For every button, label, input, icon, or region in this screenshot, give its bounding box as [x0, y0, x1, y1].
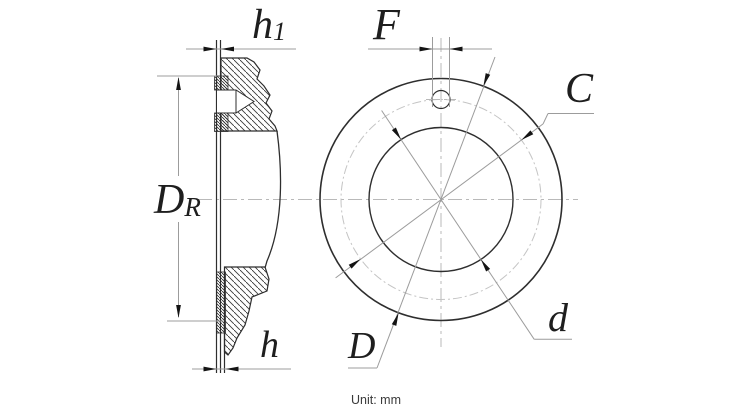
- dimension-labels: h1 F C DR D d h: [153, 0, 594, 367]
- c-arrow-bottom: [348, 259, 361, 269]
- front-view-dimensions: [335, 37, 594, 369]
- d-outer-arrow-bottom: [391, 312, 399, 326]
- inner-circle: [368, 126, 514, 273]
- h-arrow-left: [203, 366, 217, 372]
- dim-label-f: F: [372, 0, 401, 49]
- front-view: [319, 38, 563, 347]
- dr-arrow-up: [176, 77, 181, 90]
- c-leader-bend: [542, 113, 549, 125]
- f-arrow-right: [449, 46, 463, 52]
- dim-label-c: C: [565, 66, 594, 112]
- bolt-circle: [340, 99, 542, 300]
- c-arrow-top: [521, 130, 534, 140]
- h-arrow-right: [225, 366, 239, 372]
- slot-cutout-outline: [217, 89, 255, 114]
- dim-label-d-outer: D: [347, 325, 375, 367]
- f-arrow-left: [419, 46, 433, 52]
- d-inner-arrow-bottom: [480, 259, 491, 272]
- break-curve: [264, 130, 282, 269]
- outer-circle: [319, 77, 563, 322]
- d-outer-arrow-top: [483, 73, 491, 87]
- section-view: [214, 40, 282, 373]
- clip-strip-bottom: [216, 271, 226, 334]
- dim-label-dr: DR: [153, 177, 201, 223]
- h1-arrow-left: [203, 46, 217, 52]
- dim-label-h1: h1: [252, 2, 286, 48]
- clip-section-lower: [214, 112, 229, 132]
- dim-label-d-inner: d: [548, 295, 569, 340]
- dr-arrow-down: [176, 305, 181, 318]
- clip-section-upper: [214, 75, 229, 91]
- h1-arrow-right: [221, 46, 234, 52]
- d-inner-arrow-top: [391, 127, 402, 140]
- d-inner-diagonal: [381, 110, 535, 340]
- hatch-bottom-flange: [223, 266, 270, 356]
- dim-label-h: h: [260, 324, 279, 366]
- unit-note: Unit: mm: [351, 393, 401, 407]
- section-dimensions: [157, 46, 296, 372]
- c-diagonal: [335, 123, 544, 279]
